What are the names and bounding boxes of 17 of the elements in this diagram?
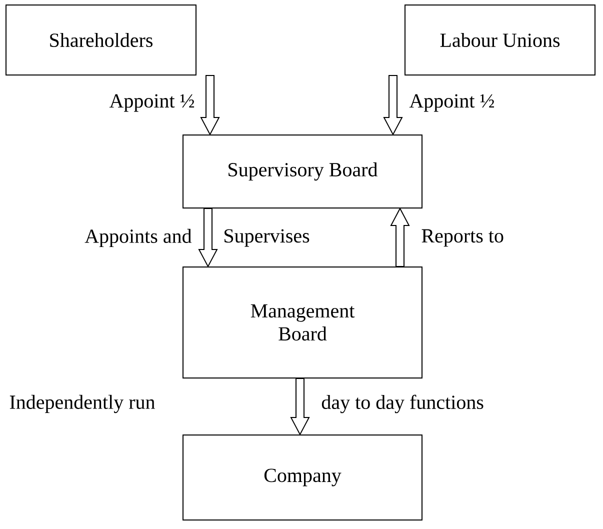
label-text: Appoints and: [84, 228, 192, 248]
block-arrow: [198, 208, 218, 268]
label-text: Supervises: [224, 229, 310, 247]
process-box: Labour Unions: [404, 4, 596, 76]
edge-label: Appoint ½: [409, 94, 494, 112]
process-box: Shareholders: [6, 4, 196, 76]
block-arrow: [383, 74, 403, 136]
process-box: Supervisory Board: [182, 134, 422, 208]
process-box: Company: [182, 434, 422, 520]
edge-label: Appoint ½: [109, 94, 194, 112]
block-arrow: [390, 207, 410, 267]
label-text: day to day functions: [322, 394, 484, 414]
edge-label: Reports to: [422, 229, 504, 247]
label-text: Independently run: [10, 394, 155, 414]
block-arrow: [290, 378, 310, 436]
process-box: Management Board: [182, 266, 422, 378]
block-arrow: [200, 74, 220, 136]
